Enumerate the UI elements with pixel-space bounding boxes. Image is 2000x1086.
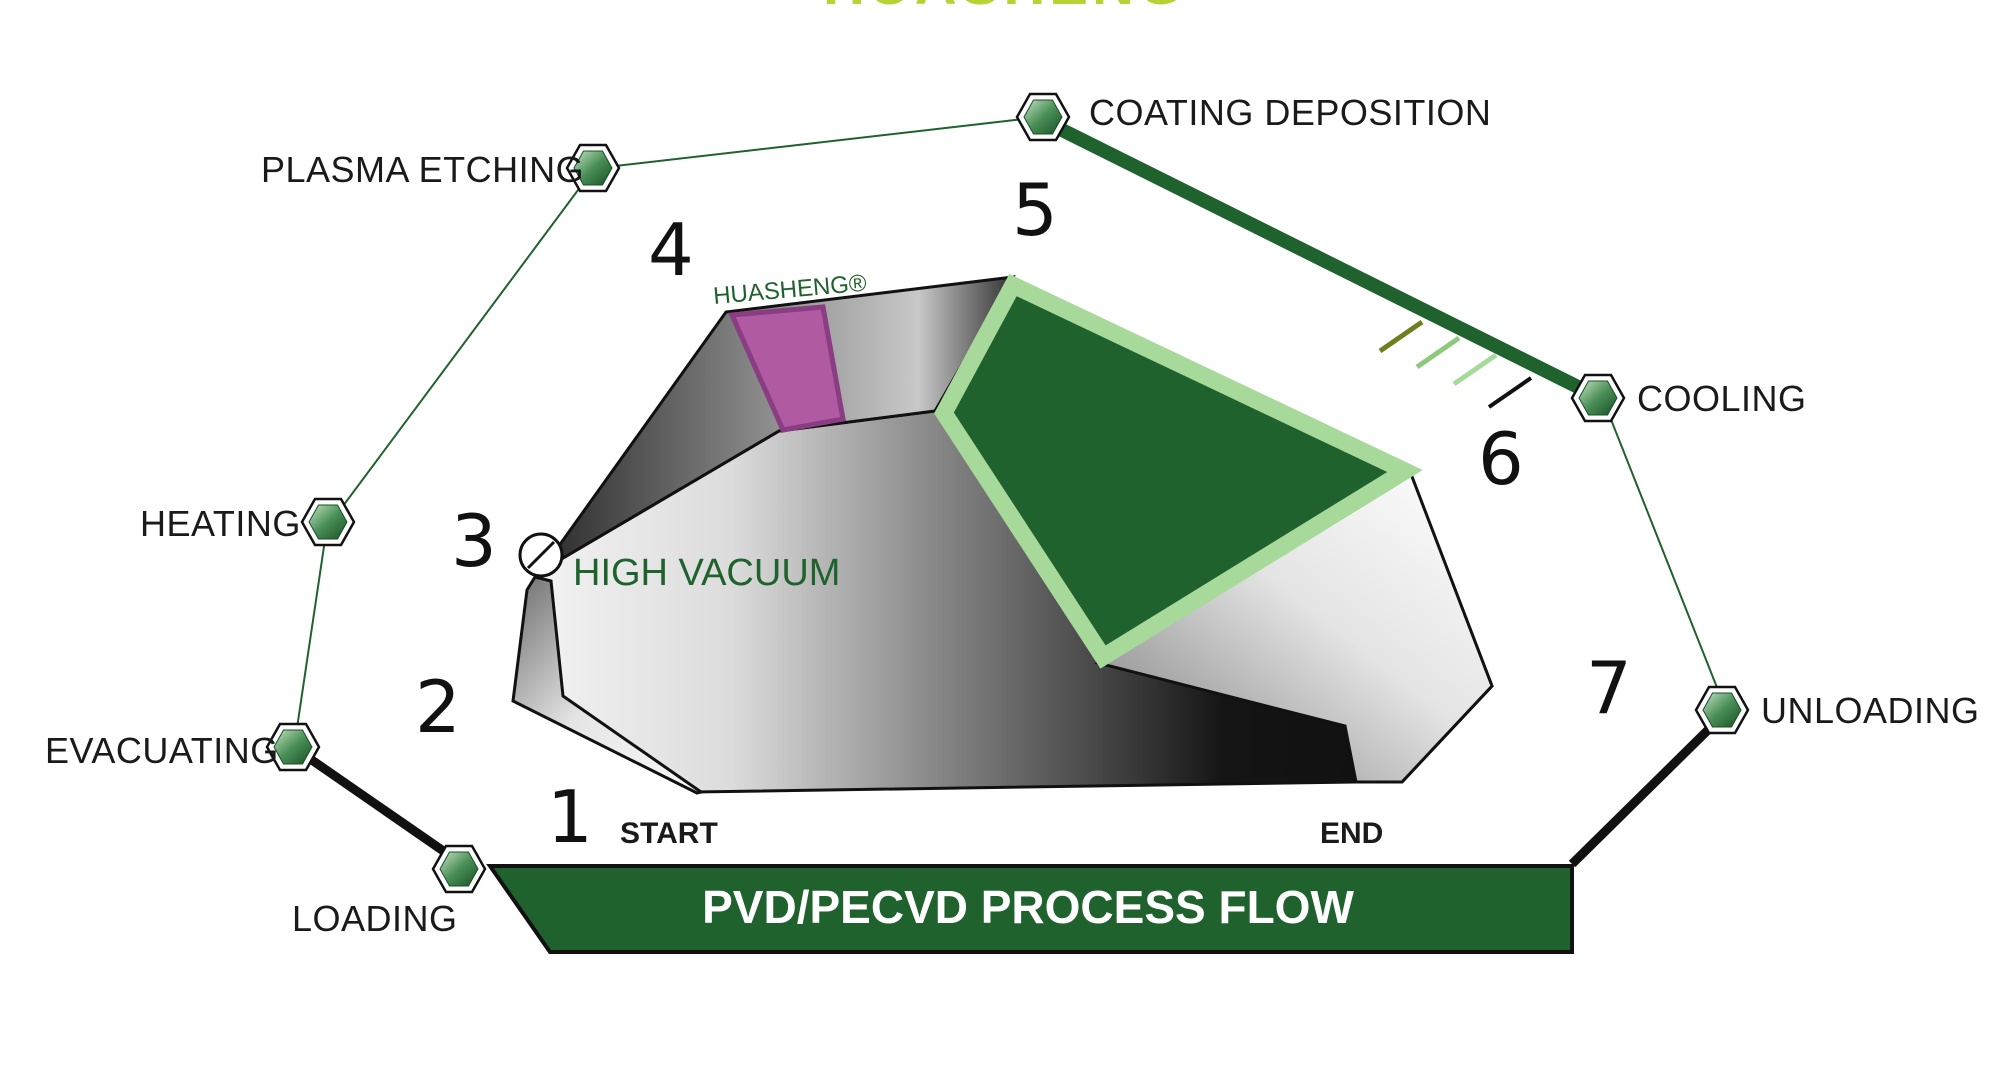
connector-heating-plasma xyxy=(339,181,585,511)
brand-header: HUASHENG xyxy=(823,0,1187,17)
step-number: 1 xyxy=(547,775,593,859)
hexagon-icon xyxy=(265,722,321,772)
hexagon-icon xyxy=(300,497,356,547)
hexagon-icon xyxy=(565,143,621,193)
chamber-left-wall xyxy=(511,575,705,795)
tick-mark xyxy=(1415,335,1461,370)
stage-label-unloading: UNLOADING xyxy=(1761,690,1980,731)
connector-lines xyxy=(290,118,1719,870)
start-label: START xyxy=(620,817,718,850)
coating-deposition-panel xyxy=(934,273,1423,669)
banner-title: PVD/PECVD PROCESS FLOW xyxy=(702,881,1354,933)
vacuum-chamber xyxy=(511,273,1494,795)
step-number: 7 xyxy=(1586,646,1632,730)
connector-cooling-unloading xyxy=(1609,416,1719,691)
step-numbers: 1 2 3 4 5 6 7 xyxy=(415,168,1632,859)
step-number: 2 xyxy=(415,665,461,749)
stage-label-plasma-etching: PLASMA ETCHING xyxy=(261,149,584,190)
hexagon-icon xyxy=(1015,92,1071,142)
stage-label-evacuating: EVACUATING xyxy=(45,730,279,771)
connector-plasma-coating xyxy=(614,118,1025,167)
banner-shape xyxy=(486,864,1574,954)
step-number: 4 xyxy=(648,208,694,292)
tick-mark xyxy=(1487,376,1533,409)
end-label: END xyxy=(1320,817,1383,850)
step-number: 5 xyxy=(1012,168,1058,252)
step-number: 3 xyxy=(451,499,497,583)
chamber-magenta-panel xyxy=(728,304,846,433)
hexagon-icon xyxy=(1570,373,1626,423)
hexagon-icon xyxy=(431,844,487,894)
step-number: 6 xyxy=(1478,417,1524,501)
high-vacuum-label: HIGH VACUUM xyxy=(573,552,840,594)
tick-mark xyxy=(1378,319,1424,354)
cooling-tick-marks xyxy=(1378,319,1533,409)
stage-nodes xyxy=(265,92,1750,894)
stage-label-loading: LOADING xyxy=(292,898,458,939)
process-flow-banner: PVD/PECVD PROCESS FLOW xyxy=(486,864,1574,954)
stage-label-heating: HEATING xyxy=(140,503,301,544)
connector-loading-evacuating xyxy=(290,743,468,870)
hexagon-icon xyxy=(1694,685,1750,735)
valve-icon xyxy=(518,532,564,578)
connector-evacuating-heating xyxy=(296,532,327,729)
connector-unloading-end xyxy=(1568,724,1714,868)
stage-label-cooling: COOLING xyxy=(1637,378,1807,419)
tick-mark xyxy=(1452,352,1498,387)
stage-labels: LOADING EVACUATING HEATING PLASMA ETCHIN… xyxy=(45,92,1980,939)
connector-coating-cooling xyxy=(1052,120,1586,396)
stage-label-coating-deposition: COATING DEPOSITION xyxy=(1089,92,1491,133)
